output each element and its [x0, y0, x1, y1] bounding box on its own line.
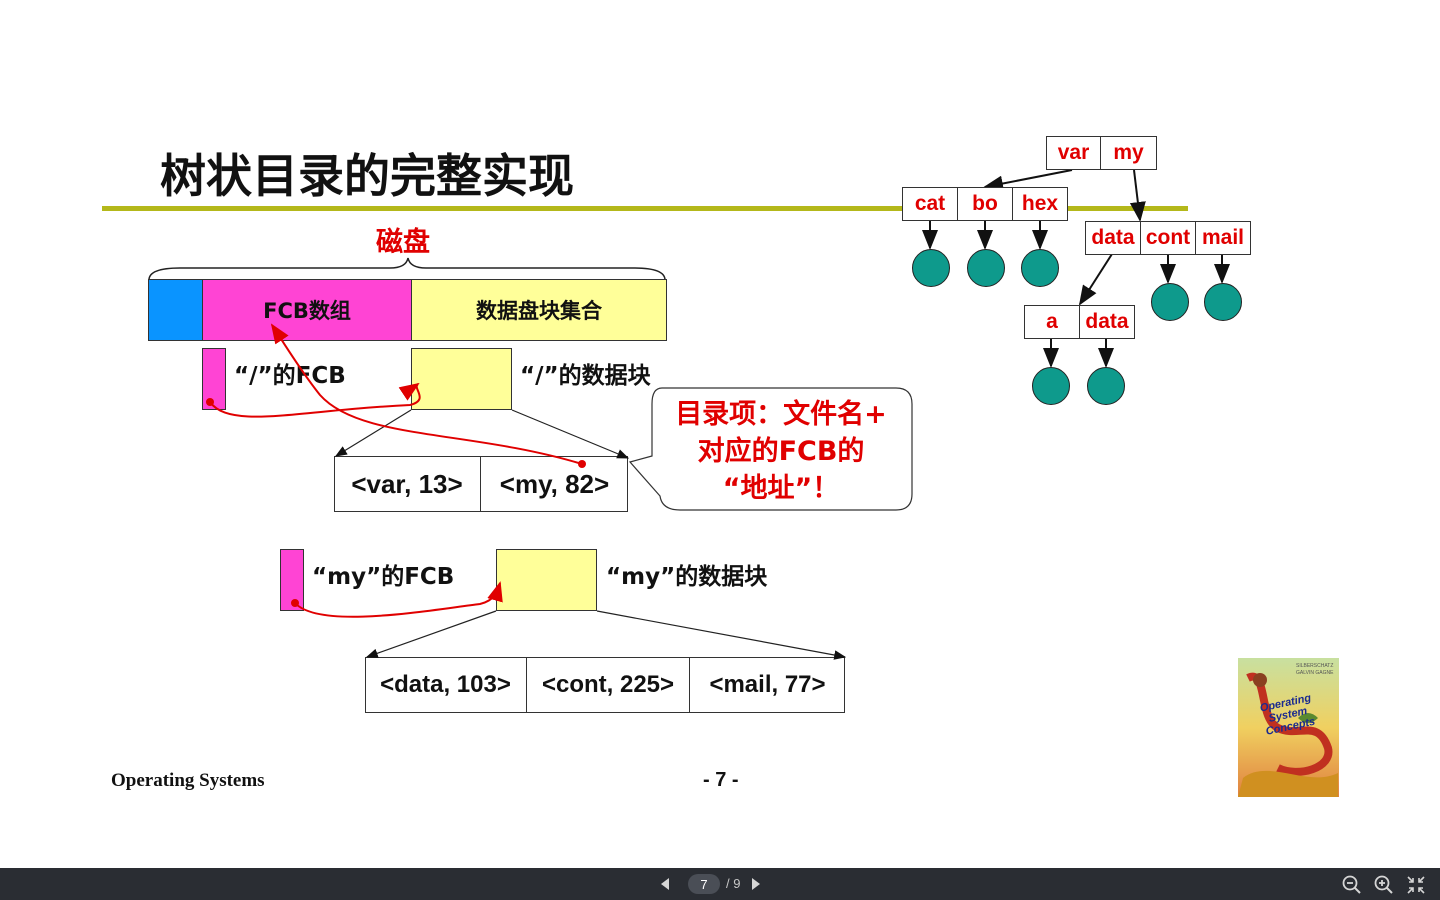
tree-leaf-bo	[967, 249, 1005, 287]
tree-var-hex: hex	[1012, 187, 1068, 221]
fullscreen-exit-icon[interactable]	[1407, 876, 1425, 894]
callout-bubble	[628, 387, 913, 511]
my-fcb-label: “my”的FCB	[312, 564, 455, 590]
tree-my-data: data	[1085, 221, 1141, 255]
tree-root-var: var	[1046, 136, 1101, 170]
my-data-block-label: “my”的数据块	[606, 564, 768, 590]
footer-page-number: - 7 -	[703, 769, 739, 791]
root-data-block	[411, 348, 512, 410]
book-cover-image	[1238, 658, 1339, 797]
disk-brace	[148, 257, 666, 281]
tree-data-a: a	[1024, 305, 1080, 339]
data-blocks-block: 数据盘块集合	[411, 279, 667, 341]
root-fcb	[202, 348, 226, 410]
tree-root-my: my	[1100, 136, 1157, 170]
callout-line-2: 对应的FCB的	[697, 436, 865, 467]
callout-text: 目录项：文件名+ 对应的FCB的 “地址”！	[652, 396, 910, 507]
data-blocks-label: 数据盘块集合	[476, 299, 602, 323]
book-cover-authors: SILBERSCHATZ GALVIN GAGNE	[1296, 663, 1334, 676]
disk-label: 磁盘	[376, 227, 430, 258]
tree-var-bo: bo	[957, 187, 1013, 221]
root-data-block-label: “/”的数据块	[520, 363, 651, 389]
root-entries-table	[334, 456, 628, 512]
tree-leaf-cont	[1151, 283, 1189, 321]
fcb-array-block: FCB数组	[202, 279, 412, 341]
my-entry-cont: <cont, 225>	[527, 657, 690, 713]
tree-leaf-a	[1032, 367, 1070, 405]
my-data-block	[496, 549, 597, 611]
fcb-array-label: FCB数组	[263, 299, 351, 323]
zoom-in-icon[interactable]	[1374, 875, 1394, 895]
next-page-icon[interactable]	[750, 877, 762, 891]
tree-data-data: data	[1079, 305, 1135, 339]
total-pages: / 9	[726, 876, 741, 891]
callout-line-3: “地址”！	[722, 473, 840, 504]
title-underline	[102, 206, 1188, 211]
my-entries-table	[365, 657, 845, 713]
my-fcb	[280, 549, 304, 611]
tree-leaf-hex	[1021, 249, 1059, 287]
footer-course-name: Operating Systems	[111, 770, 265, 791]
tree-my-cont: cont	[1140, 221, 1196, 255]
tree-var-cat: cat	[902, 187, 958, 221]
tree-leaf-mail	[1204, 283, 1242, 321]
current-page-input[interactable]: 7	[688, 874, 720, 894]
root-fcb-label: “/”的FCB	[234, 363, 346, 389]
my-entry-mail: <mail, 77>	[709, 671, 826, 698]
zoom-out-icon[interactable]	[1342, 875, 1362, 895]
callout-line-1: 目录项：文件名+	[675, 399, 887, 430]
tree-leaf-data	[1087, 367, 1125, 405]
slide-title: 树状目录的完整实现	[160, 149, 574, 203]
root-entry-my: <my, 82>	[499, 468, 610, 499]
tree-my-mail: mail	[1195, 221, 1251, 255]
tree-leaf-cat	[912, 249, 950, 287]
root-entry-var: <var, 13>	[334, 456, 481, 512]
my-entry-data: <data, 103>	[365, 657, 527, 713]
viewer-toolbar	[0, 868, 1440, 900]
prev-page-icon[interactable]	[659, 877, 671, 891]
disk-blue-block	[148, 279, 203, 341]
